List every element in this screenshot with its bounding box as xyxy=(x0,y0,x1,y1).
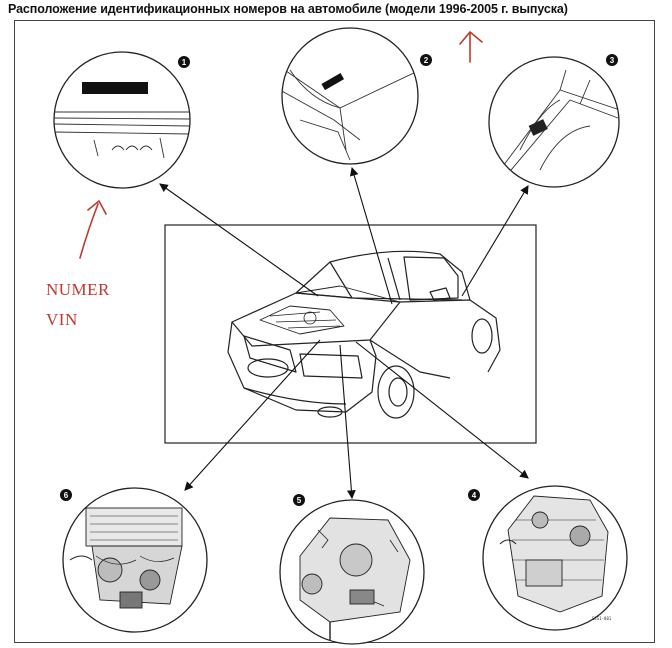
stamp-mark xyxy=(321,73,345,91)
callout-5-manual-transaxle xyxy=(279,494,425,645)
callout-1-vin-plate xyxy=(53,51,191,189)
callout-number-6: 6 xyxy=(64,491,69,500)
arrow-to-callout-3 xyxy=(461,185,529,297)
callout-6-engine xyxy=(60,487,208,633)
car-illustration-frame xyxy=(164,224,537,444)
callout-number-3: 3 xyxy=(610,56,615,65)
red-arrow-up-title xyxy=(459,31,483,63)
annotation-vin: VIN xyxy=(46,310,78,329)
callout-number-4: 4 xyxy=(472,491,477,500)
door-label xyxy=(528,119,548,136)
arrow-to-callout-5 xyxy=(339,344,356,500)
arrow-to-callout-4 xyxy=(355,341,529,479)
red-annotation-arrows xyxy=(79,31,483,259)
arrow-to-callout-1 xyxy=(159,183,319,297)
car-illustration xyxy=(227,250,501,419)
callout-2-strut-tower xyxy=(281,27,432,165)
callout-number-2: 2 xyxy=(424,56,429,65)
arrow-to-callout-6 xyxy=(184,339,321,491)
annotation-numer: NUMER xyxy=(46,280,110,299)
callout-number-1: 1 xyxy=(182,58,187,67)
vin-plate xyxy=(82,82,148,94)
figure-code: SES1-001 xyxy=(592,616,612,621)
page-title: Расположение идентификационных номеров н… xyxy=(8,2,568,16)
red-arrow-to-callout-1 xyxy=(79,200,107,259)
callout-3-door-pillar xyxy=(488,54,620,188)
pointer-arrows xyxy=(159,166,529,500)
callout-number-5: 5 xyxy=(297,496,302,505)
callout-4-automatic-transaxle: SES1-001 xyxy=(468,485,628,631)
arrow-to-callout-2 xyxy=(349,166,393,305)
